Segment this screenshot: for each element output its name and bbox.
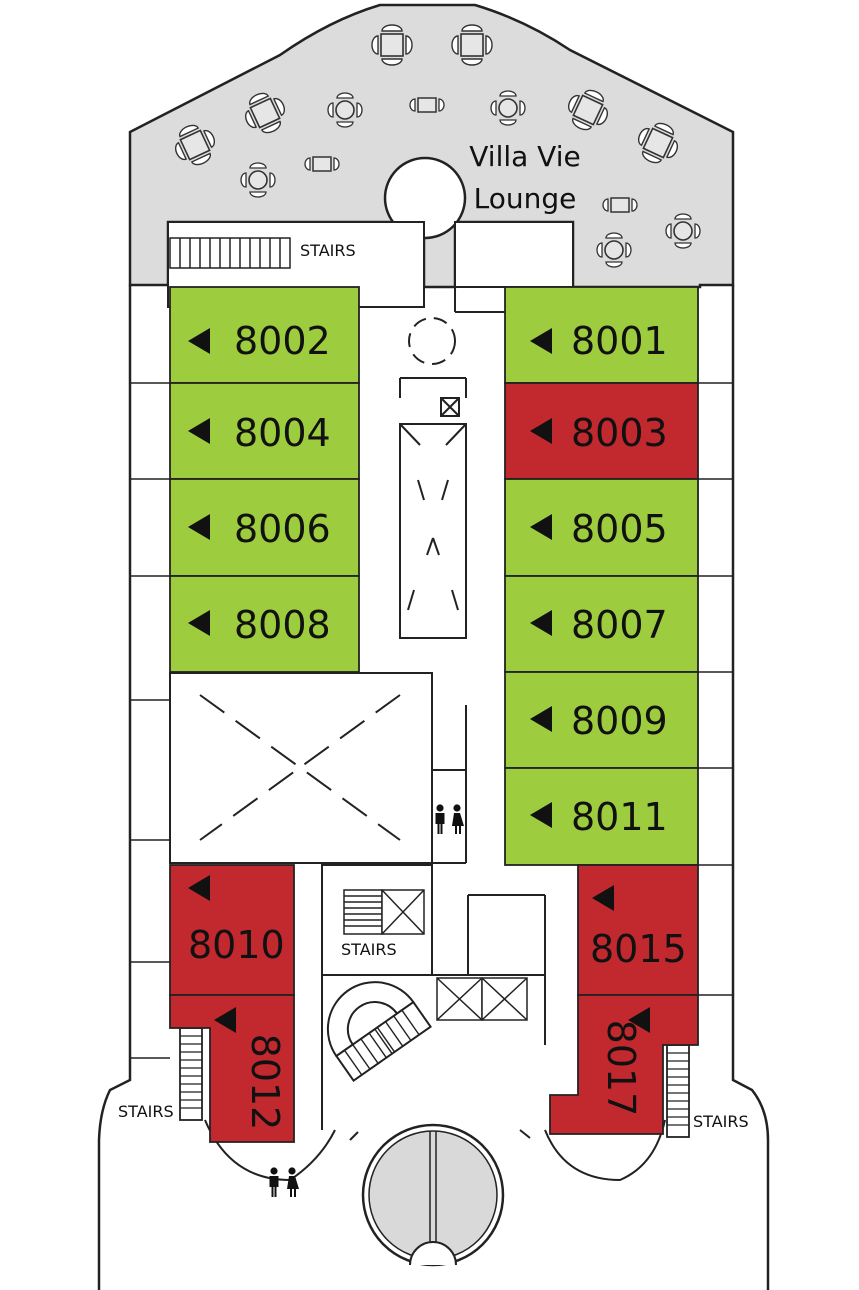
cabin-number: 8015 (590, 927, 687, 971)
cabin-number: 8008 (234, 603, 331, 647)
hull-outline (97, 285, 770, 1290)
cabin-shape (504, 286, 699, 384)
cabin-shape (549, 994, 699, 1135)
cabin-number: 8002 (234, 319, 331, 363)
entrance-arrow-icon (592, 885, 614, 911)
cabin-number: 8012 (243, 1034, 287, 1131)
cabin-8006[interactable]: 8006 (169, 478, 360, 577)
stairs-middle[interactable]: STAIRS (321, 864, 433, 976)
lounge-label-line2: Lounge (474, 182, 577, 215)
cabin-number: 8005 (571, 507, 668, 551)
cabin-number: 8010 (188, 923, 285, 967)
stairs-label-lower-left: STAIRS (118, 1102, 174, 1121)
cabin-8012[interactable]: 8012 (169, 994, 295, 1143)
cabins: 8001 8002 8003 8004 8005 8006 8007 8008 8009 8010… (169, 286, 699, 1143)
cabin-8010[interactable]: 8010 (169, 864, 295, 996)
entrance-arrow-icon (530, 514, 552, 540)
cabin-shape (577, 864, 699, 996)
restroom-icon-lower (269, 1167, 299, 1197)
stairs-label-top: STAIRS (300, 241, 356, 260)
cabin-8009[interactable]: 8009 (504, 671, 699, 769)
entrance-arrow-icon (188, 514, 210, 540)
cabin-number: 8004 (234, 411, 331, 455)
aft-round-feature (361, 1123, 505, 1267)
elevators-lower (436, 977, 528, 1021)
cabin-8011[interactable]: 8011 (504, 767, 699, 866)
corridor-structures (360, 221, 574, 639)
entrance-arrow-icon (188, 875, 210, 901)
cabin-8004[interactable]: 8004 (169, 382, 360, 480)
cabin-number: 8011 (571, 795, 668, 839)
restroom-mid (432, 705, 467, 864)
cabin-8008[interactable]: 8008 (169, 575, 360, 673)
restroom-icon-mid (435, 804, 464, 834)
lower-corridor-walls (321, 894, 546, 1130)
cabin-number: 8017 (599, 1020, 643, 1117)
entrance-arrow-icon (530, 706, 552, 732)
entrance-arrow-icon (188, 418, 210, 444)
cabin-8017[interactable]: 8017 (549, 994, 699, 1135)
cabin-number: 8007 (571, 603, 668, 647)
cabin-8007[interactable]: 8007 (504, 575, 699, 673)
stairs-label-middle: STAIRS (341, 940, 397, 959)
cabin-number: 8001 (571, 319, 668, 363)
cabin-number: 8009 (571, 699, 668, 743)
entrance-arrow-icon (628, 1007, 650, 1033)
entrance-arrow-icon (530, 802, 552, 828)
stairs-lower-left[interactable]: STAIRS (118, 1027, 203, 1121)
cabin-shape (169, 994, 295, 1143)
entrance-arrow-icon (530, 418, 552, 444)
stairs-label-lower-right: STAIRS (693, 1112, 749, 1131)
entrance-arrow-icon (188, 610, 210, 636)
entrance-arrow-icon (530, 610, 552, 636)
atrium-void (169, 672, 433, 864)
cabin-8002[interactable]: 8002 (169, 286, 360, 384)
cabin-number: 8003 (571, 411, 668, 455)
lounge-label-line1: Villa Vie (469, 140, 580, 173)
cabin-8001[interactable]: 8001 (504, 286, 699, 384)
cabin-8005[interactable]: 8005 (504, 478, 699, 577)
entrance-arrow-icon (530, 328, 552, 354)
spiral-stairs[interactable] (309, 964, 432, 1083)
entrance-arrow-icon (214, 1007, 236, 1033)
cabin-number: 8006 (234, 507, 331, 551)
balcony-dividers (130, 382, 733, 1059)
entrance-arrow-icon (188, 328, 210, 354)
stairs-lower-right[interactable]: STAIRS (666, 1044, 749, 1138)
cabin-8015[interactable]: 8015 (577, 864, 699, 996)
cabin-8003[interactable]: 8003 (504, 382, 699, 480)
